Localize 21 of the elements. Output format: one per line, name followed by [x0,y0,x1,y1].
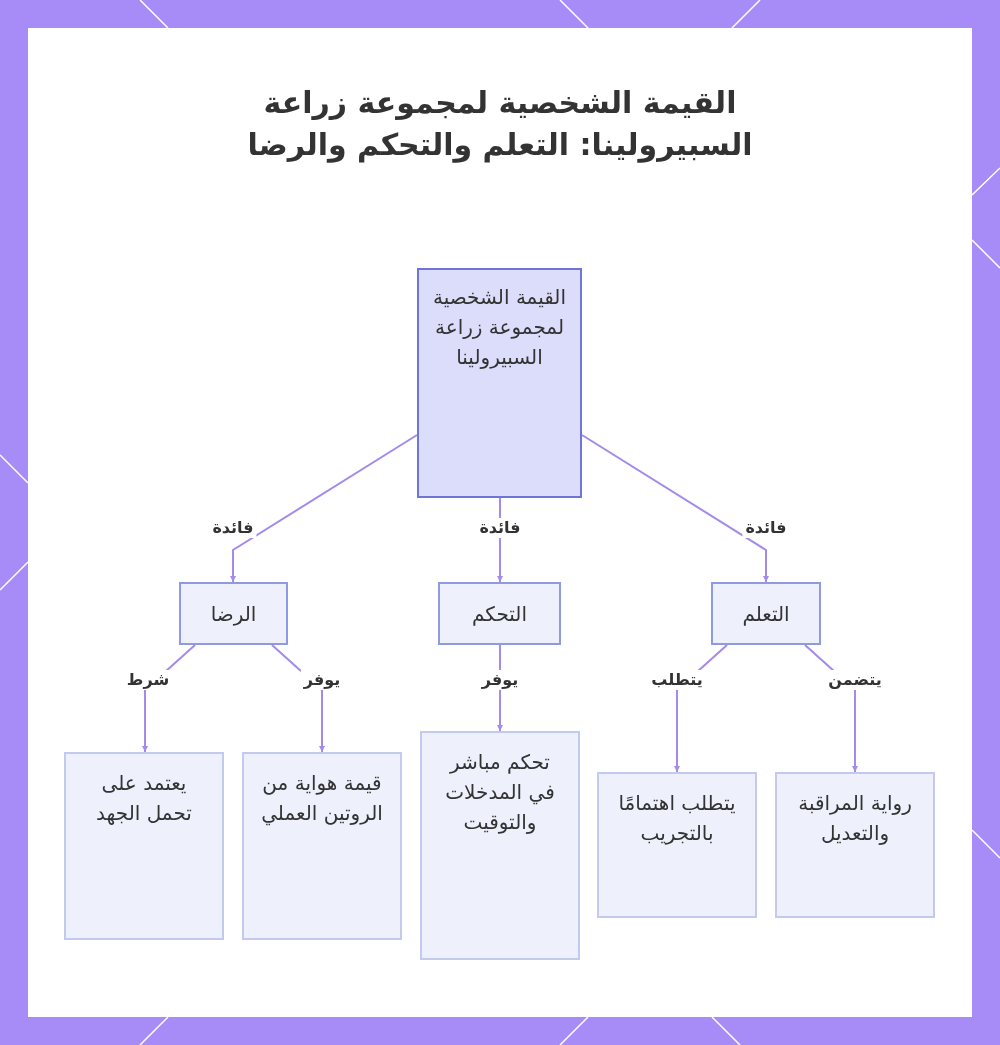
node-text: يتطلب اهتمامًا بالتجريب [617,790,737,847]
node-text: رواية المراقبة والتعديل [797,790,913,847]
root-box [417,268,582,498]
detail-box [597,772,757,918]
diagram-title: القيمة الشخصية لمجموعة زراعة السبيرولينا: التعلم والتحكم والرضا [246,84,754,165]
node-text: التعلم [742,600,790,628]
node-text: تحكم مباشر في المدخلات والتوقيت [444,749,556,836]
node-text: الرضا [210,600,257,628]
detail-box [420,731,580,960]
connector-arrow [581,434,769,583]
node-text: القيمة الشخصية لمجموعة زراعة السبيرولينا [433,284,566,371]
category-box [179,582,288,645]
node-text: قيمة هواية من الروتين العملي [260,770,384,828]
detail-box [775,772,935,918]
connector-arrow [230,434,418,583]
detail-box [64,752,224,940]
category-box [711,582,821,645]
category-box [438,582,561,645]
node-text: يعتمد على تحمل الجهد [95,770,193,827]
node-text: التحكم [472,600,527,628]
detail-box [242,752,402,940]
